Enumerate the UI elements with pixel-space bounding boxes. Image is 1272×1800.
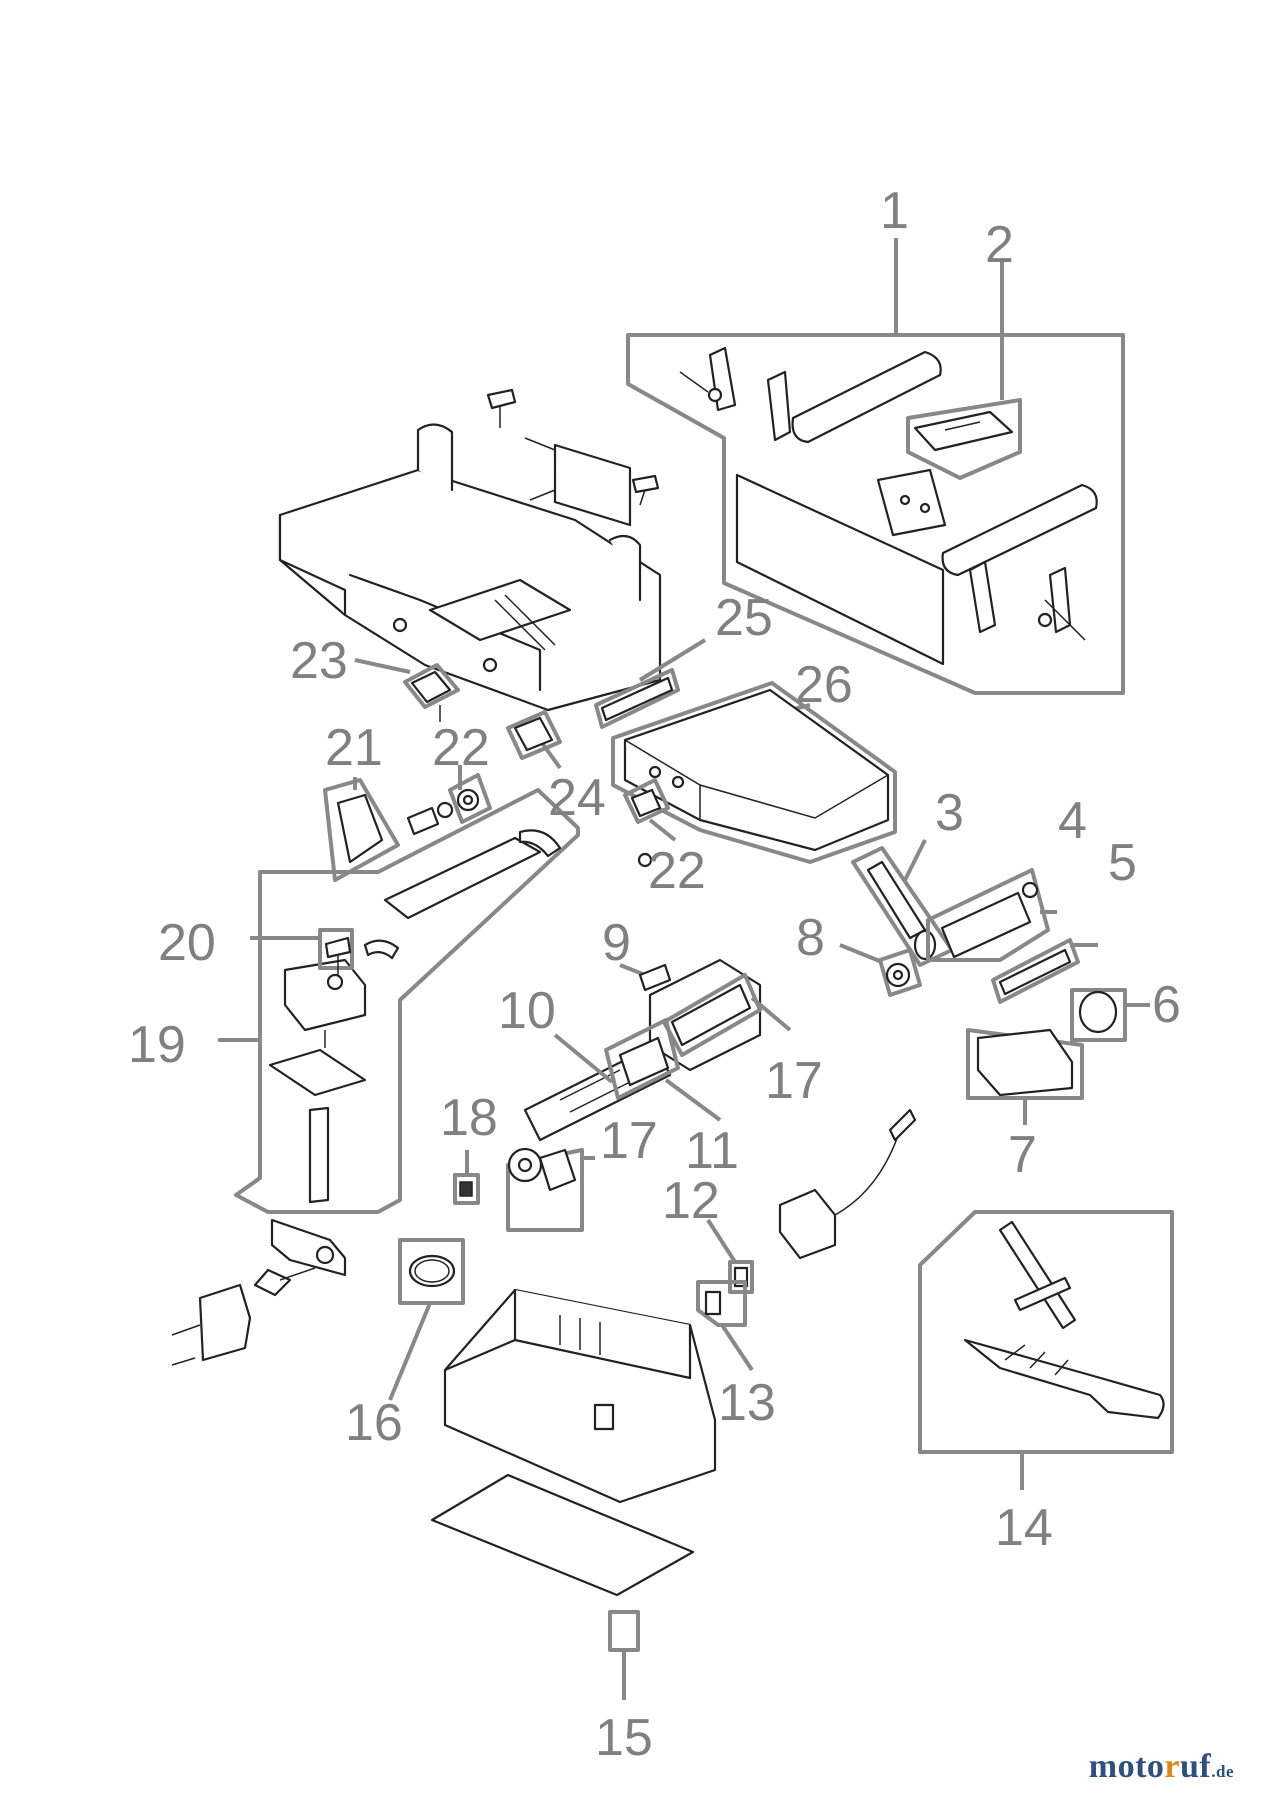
- part-21-blade-guard: [323, 777, 400, 882]
- callout-22b: 22: [648, 842, 706, 900]
- group-14-tools: [918, 1210, 1174, 1490]
- callout-4: 4: [1058, 792, 1087, 850]
- callout-13: 13: [718, 1374, 776, 1432]
- part-15-base-plate: [430, 1473, 695, 1700]
- callout-10: 10: [498, 982, 556, 1040]
- callout-11: 11: [685, 1122, 739, 1180]
- callout-7: 7: [1008, 1126, 1037, 1184]
- switch-box: [778, 1108, 917, 1260]
- part-10-shaft: [553, 1033, 614, 1084]
- part-18-nut: [453, 1150, 480, 1205]
- callout-17b: 17: [600, 1112, 658, 1170]
- callout-16: 16: [345, 1394, 403, 1452]
- callout-20: 20: [158, 914, 216, 972]
- part-22-lower-bearing: [623, 778, 677, 868]
- callout-15: 15: [595, 1709, 653, 1767]
- watermark-part1: moto: [1088, 1748, 1165, 1785]
- part-8-bearing: [839, 943, 922, 997]
- callout-21: 21: [325, 719, 383, 777]
- part-4-cutter-block: [926, 868, 1057, 962]
- part-22-upper-bearing: [406, 765, 492, 836]
- callout-22a: 22: [432, 719, 490, 777]
- part-13-switch-plate: [696, 1280, 754, 1372]
- mounting-bracket-left: [171, 1283, 252, 1366]
- watermark-tld: .de: [1211, 1762, 1234, 1781]
- part-6-cap: [1070, 988, 1150, 1042]
- group-1-fence-assembly: [626, 238, 1125, 695]
- part-17-lower-housing: [506, 1147, 595, 1232]
- callout-14: 14: [995, 1499, 1053, 1557]
- callout-5: 5: [1108, 834, 1137, 892]
- part-25-strip: [594, 638, 707, 729]
- part-9-bolt: [619, 963, 672, 992]
- callout-24: 24: [548, 769, 606, 827]
- planer-main-table: [278, 388, 662, 712]
- callout-8: 8: [796, 909, 825, 967]
- group-19-guard-assembly: [218, 788, 580, 1297]
- callout-18: 18: [440, 1089, 498, 1147]
- callout-2: 2: [985, 216, 1014, 274]
- callout-19: 19: [128, 1016, 186, 1074]
- part-23-bracket: [354, 658, 460, 722]
- part-20-knob: [250, 928, 354, 975]
- part-16-drive-belt: [388, 1238, 465, 1401]
- callout-labels: 1 2 3 4 5 6 7 8 9 10 11 12 13 14 15 16 1…: [128, 182, 1181, 1767]
- part-26-outfeed-table: [611, 681, 897, 864]
- callout-23: 23: [290, 632, 348, 690]
- part-24-bracket: [506, 710, 562, 770]
- site-watermark-logo: motoruf.de: [1089, 1748, 1234, 1786]
- callout-1: 1: [880, 182, 909, 240]
- callout-17a: 17: [765, 1052, 823, 1110]
- part-2-handle-plate: [906, 262, 1022, 480]
- stand-base: [443, 1288, 717, 1504]
- callout-12: 12: [662, 1172, 720, 1230]
- part-11-rotor: [604, 1018, 722, 1122]
- part-17-upper-housing: [662, 973, 792, 1057]
- callout-25: 25: [715, 589, 773, 647]
- part-3-knob-assembly: [851, 839, 954, 967]
- part-5-knife-holder: [991, 938, 1098, 1004]
- callout-9: 9: [602, 914, 631, 972]
- watermark-part3: uf: [1180, 1748, 1212, 1785]
- callout-6: 6: [1152, 976, 1181, 1034]
- callout-26: 26: [795, 656, 853, 714]
- watermark-part2: r: [1164, 1748, 1181, 1785]
- part-7-bearing-housing: [966, 1028, 1084, 1125]
- callout-3: 3: [935, 784, 964, 842]
